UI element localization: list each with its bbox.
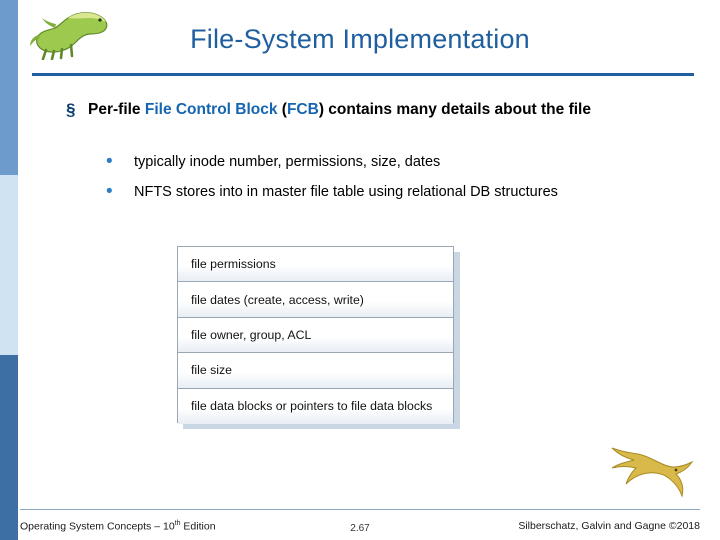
bullet-marker-section: § (66, 100, 76, 119)
footer-left-tail: Edition (180, 520, 216, 533)
bullet-level1: § Per-file File Control Block (FCB) cont… (66, 99, 666, 121)
bullet-seg-4: ) contains many details about the file (318, 101, 591, 118)
page-title: File-System Implementation (190, 24, 530, 54)
bullet-level2-1-text: typically inode number, permissions, siz… (134, 154, 441, 170)
left-accent-block-top (0, 0, 18, 175)
bullet-seg-2: ( (277, 101, 287, 118)
bullet-marker-dot: • (106, 151, 113, 172)
title-divider (32, 73, 694, 76)
left-accent-block-middle (0, 175, 18, 355)
footer-left-superscript: th (174, 520, 181, 527)
fcb-row: file permissions (178, 247, 453, 283)
left-white-gutter (18, 0, 32, 540)
fcb-diagram: file permissions file dates (create, acc… (177, 246, 454, 424)
dinosaur-logo-icon (28, 4, 114, 61)
dinosaur-footer-icon (606, 442, 698, 500)
slide-number: 2.67 (350, 523, 370, 534)
bullet-level2-2: • NFTS stores into in master file table … (106, 182, 666, 203)
bullet-marker-dot: • (106, 181, 113, 202)
fcb-row: file dates (create, access, write) (178, 282, 453, 318)
fcb-row: file owner, group, ACL (178, 317, 453, 354)
fcb-row: file size (178, 353, 453, 389)
footer-left-text: Operating System Concepts – 10th Edition (20, 520, 216, 533)
bullet-seg-0: Per-file (88, 101, 145, 118)
footer-divider (20, 509, 700, 510)
bullet-seg-3: FCB (286, 101, 319, 118)
bullet-level2-2-text: NFTS stores into in master file table us… (134, 184, 558, 200)
footer-left-main: Operating System Concepts – 10 (20, 520, 175, 533)
bullet-seg-1: File Control Block (144, 101, 278, 118)
left-accent-block-bottom (0, 355, 18, 540)
bullet-level2-1: • typically inode number, permissions, s… (106, 152, 666, 173)
fcb-row: file data blocks or pointers to file dat… (178, 388, 453, 424)
footer-copyright: Silberschatz, Galvin and Gagne ©2018 (518, 520, 700, 532)
bullet-level1-text: Per-file File Control Block (FCB) contai… (88, 99, 591, 121)
